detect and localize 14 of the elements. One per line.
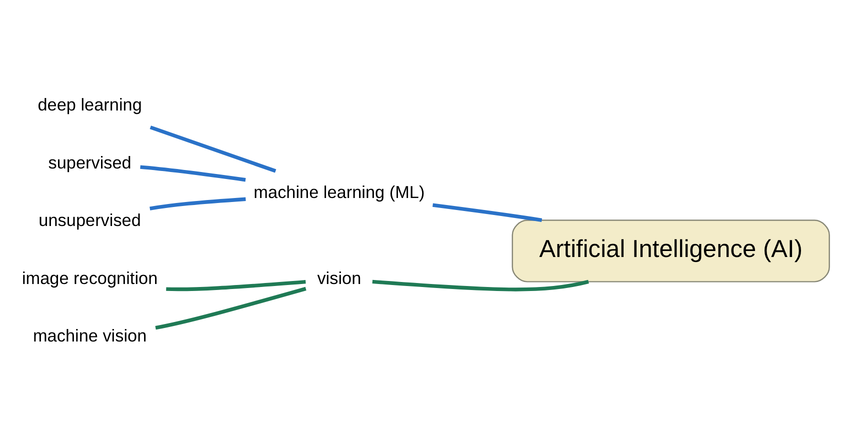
connector [150, 126, 276, 173]
node-text: machine learning (ML) [254, 182, 425, 202]
node-text: machine vision [32, 326, 147, 346]
node-box: Artificial Intelligence (AI) [512, 220, 830, 282]
connector [166, 280, 306, 292]
node-text: vision [317, 268, 362, 288]
connector [155, 286, 306, 330]
connector [140, 165, 246, 182]
node-text: deep learning [38, 94, 142, 115]
node-text: unsupervised [38, 210, 141, 230]
node-text: image recognition [22, 268, 158, 288]
connector [150, 197, 246, 210]
connector [432, 203, 542, 222]
node-text: supervised [48, 152, 132, 172]
